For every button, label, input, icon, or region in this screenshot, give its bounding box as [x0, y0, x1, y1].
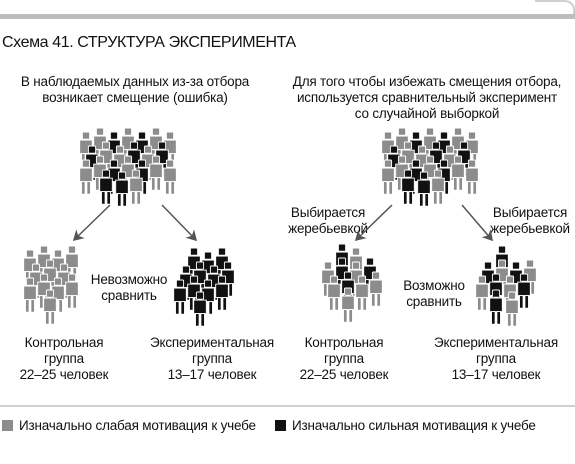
right-heading-line1: Для того чтобы избежать смещения отбора,	[292, 74, 562, 89]
left-control-line3: 22–25 человек	[19, 367, 109, 382]
right-compare-line1: Возможно	[403, 278, 465, 293]
crowd-left-experimental	[173, 247, 235, 327]
left-heading-line1: В наблюдаемых данных из-за отбора	[20, 74, 250, 89]
left-experimental-label: Экспериментальная группа 13–17 человек	[146, 335, 278, 383]
legend-strong: Изначально сильная мотивация к учебе	[275, 418, 536, 433]
arrow-left-to-control	[72, 204, 111, 242]
crowd-right-experimental	[475, 245, 537, 327]
left-heading-line2: возникает смещение (ошибка)	[42, 90, 228, 105]
right-heading-line3: со случайной выборкой	[354, 106, 500, 121]
left-compare-label: Невозможно сравнить	[84, 272, 174, 304]
figure-title: Схема 41. СТРУКТУРА ЭКСПЕРИМЕНТА	[2, 34, 296, 51]
left-control-label: Контрольная группа 22–25 человек	[4, 335, 124, 383]
right-heading: Для того чтобы избежать смещения отбора,…	[282, 74, 572, 122]
legend-strong-swatch	[275, 420, 286, 431]
right-lottery-left-label: Выбирается жеребьевкой	[278, 205, 378, 237]
legend-weak-swatch	[2, 420, 13, 431]
right-compare-line2: сравнить	[406, 294, 462, 309]
lottery-left-line1: Выбирается	[290, 205, 366, 220]
right-experimental-line2: группа	[476, 351, 516, 366]
lottery-left-line2: жеребьевкой	[288, 221, 368, 236]
arrow-right-to-control	[354, 204, 393, 242]
bottom-rule	[0, 405, 575, 407]
legend-weak: Изначально слабая мотивация к учебе	[2, 418, 256, 433]
right-compare-label: Возможно сравнить	[394, 278, 474, 310]
top-corner	[535, 0, 575, 14]
arrow-right-to-experimental	[461, 204, 493, 242]
crowd-right-control	[321, 243, 383, 323]
right-control-line3: 22–25 человек	[299, 367, 389, 382]
crowd-mixed-left	[79, 127, 177, 207]
left-control-line2: группа	[44, 351, 84, 366]
top-bar	[0, 0, 575, 14]
lottery-right-line2: жеребьевкой	[490, 221, 570, 236]
right-lottery-right-label: Выбирается жеребьевкой	[482, 205, 575, 237]
arrow-left-to-experimental	[161, 204, 198, 242]
right-experimental-line3: 13–17 человек	[451, 367, 541, 382]
right-control-label: Контрольная группа 22–25 человек	[284, 335, 404, 383]
lottery-right-line1: Выбирается	[492, 205, 568, 220]
crowd-mixed-right	[381, 127, 479, 207]
right-control-line1: Контрольная	[304, 335, 384, 350]
crowd-left-control	[23, 245, 79, 325]
left-experimental-line3: 13–17 человек	[167, 367, 257, 382]
left-experimental-line2: группа	[192, 351, 232, 366]
left-compare-line2: сравнить	[101, 288, 157, 303]
right-heading-line2: используется сравнительный эксперимент	[296, 90, 558, 105]
legend-weak-label: Изначально слабая мотивация к учебе	[19, 418, 256, 433]
right-experimental-label: Экспериментальная группа 13–17 человек	[430, 335, 562, 383]
left-experimental-line1: Экспериментальная	[150, 335, 274, 350]
left-control-line1: Контрольная	[24, 335, 104, 350]
top-rule	[0, 14, 575, 19]
left-heading: В наблюдаемых данных из-за отбора возник…	[10, 74, 260, 106]
right-control-line2: группа	[324, 351, 364, 366]
right-experimental-line1: Экспериментальная	[434, 335, 558, 350]
left-compare-line1: Невозможно	[90, 272, 168, 287]
legend-strong-label: Изначально сильная мотивация к учебе	[292, 418, 536, 433]
